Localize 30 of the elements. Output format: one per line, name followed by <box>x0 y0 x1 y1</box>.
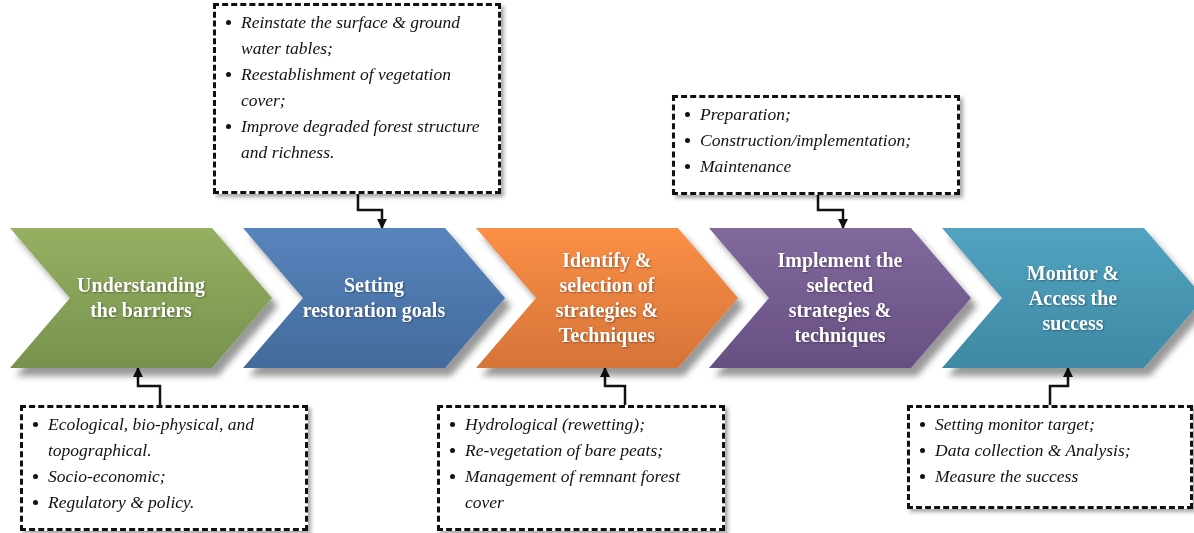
arrow <box>1048 367 1073 405</box>
step-title: Identify & selection of strategies & Techniques <box>554 248 660 348</box>
step-title: Understanding the barriers <box>76 273 206 323</box>
dashed-note-box <box>213 3 501 194</box>
dashed-note-box <box>437 405 725 531</box>
arrow <box>133 367 162 405</box>
step-title: Monitor & Access the success <box>1025 260 1121 336</box>
bullet-text: Data collection & Analysis; <box>935 439 1131 462</box>
dashed-note-box <box>672 95 960 195</box>
bullet-text: Construction/implementation; <box>700 129 911 152</box>
arrow <box>600 367 627 405</box>
bullet-text: Re-vegetation of bare peats; <box>465 439 664 462</box>
bullet-text: Improve degraded forest structure and richness. <box>241 115 481 164</box>
bullet-text: Measure the success <box>935 465 1079 488</box>
bullet-text: Preparation; <box>700 103 791 126</box>
dashed-note-box <box>907 405 1193 509</box>
bullet-text: Reinstate the surface & ground water tables; <box>241 11 462 60</box>
step-title: Implement the selected strategies & techniques <box>776 248 904 348</box>
bullet-text: Regulatory & policy. <box>48 491 195 514</box>
arrow <box>816 195 848 229</box>
bullet-text: Management of remnant forest cover <box>465 465 682 514</box>
bullet-text: Hydrological (rewetting); <box>465 413 645 436</box>
bullet-text: Ecological, bio-physical, and topographical. <box>48 413 256 462</box>
bullet-text: Maintenance <box>700 155 792 178</box>
arrow <box>356 194 387 229</box>
bullet-text: Reestablishment of vegetation cover; <box>241 63 452 112</box>
step-title: Setting restoration goals <box>301 273 447 323</box>
bullet-text: Setting monitor target; <box>935 413 1095 436</box>
dashed-note-box <box>20 405 308 531</box>
bullet-text: Socio-economic; <box>48 465 166 488</box>
